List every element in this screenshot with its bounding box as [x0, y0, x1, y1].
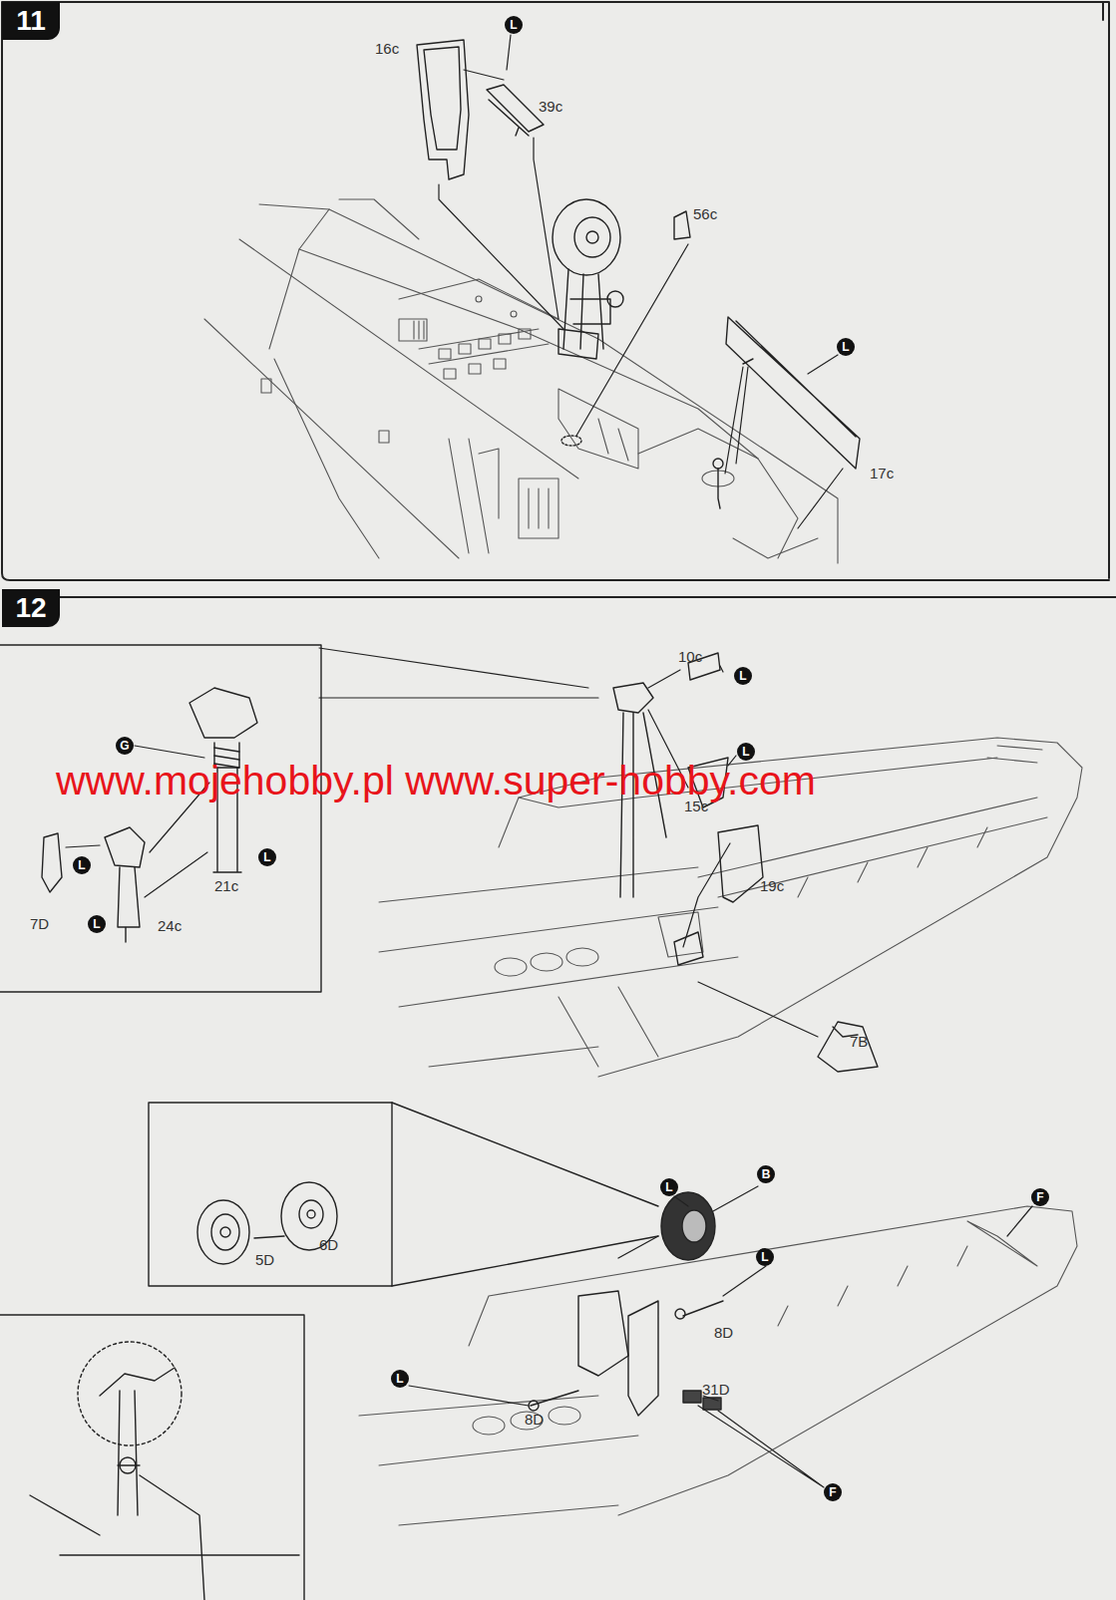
- paint-code-letter: L: [742, 744, 749, 759]
- part-number: 56c: [693, 205, 718, 223]
- part-number: 24c: [157, 917, 182, 935]
- paint-code-letter: L: [395, 1372, 403, 1387]
- part-number: 10c: [678, 648, 703, 666]
- part-number: 21c: [214, 877, 239, 895]
- paint-code-letter: F: [828, 1486, 836, 1500]
- paint-code: L: [72, 856, 91, 875]
- paint-code-letter: L: [841, 340, 849, 355]
- step-number: 12: [1, 589, 60, 628]
- step-number-text: 11: [15, 4, 46, 37]
- paint-code-letter: B: [761, 1167, 771, 1182]
- part-number: 39c: [538, 97, 563, 115]
- paint-code-letter: L: [739, 669, 746, 684]
- paint-code: F: [823, 1484, 842, 1502]
- part-number: 19c: [759, 877, 784, 895]
- watermark: www.mojehobby.pl www.super-hobby.com: [55, 757, 816, 805]
- part-number: 5D: [255, 1251, 275, 1269]
- part-number: 7D: [29, 915, 49, 933]
- paint-code: L: [258, 848, 277, 867]
- part-number: 8D: [714, 1324, 734, 1342]
- paint-code-letter: L: [92, 917, 100, 932]
- paint-code: L: [836, 338, 855, 357]
- paint-code: L: [660, 1178, 679, 1197]
- step-number-text: 12: [14, 592, 46, 625]
- paint-code: L: [390, 1370, 409, 1389]
- paint-code-letter: L: [760, 1250, 768, 1265]
- paint-code: G: [115, 737, 134, 755]
- paint-code: L: [734, 667, 752, 686]
- part-number: 7B: [849, 1033, 868, 1051]
- paint-code: F: [1031, 1188, 1050, 1207]
- paint-code-letter: L: [509, 17, 517, 32]
- part-number: 16c: [374, 39, 399, 57]
- paint-code-letter: F: [1036, 1190, 1044, 1205]
- part-number: 31D: [702, 1381, 731, 1399]
- paint-code: L: [504, 15, 523, 34]
- part-number: 17c: [869, 464, 894, 482]
- paint-code: L: [755, 1248, 774, 1267]
- part-number: 8D: [524, 1411, 544, 1429]
- paint-code: L: [87, 915, 106, 934]
- paint-code-letter: L: [665, 1180, 673, 1195]
- paint-code-letter: L: [263, 850, 271, 865]
- paint-code-letter: L: [77, 858, 85, 873]
- paint-code-letter: G: [119, 739, 129, 753]
- part-number: 6D: [319, 1236, 339, 1254]
- step-number: 11: [1, 1, 60, 40]
- paint-code: B: [756, 1165, 775, 1184]
